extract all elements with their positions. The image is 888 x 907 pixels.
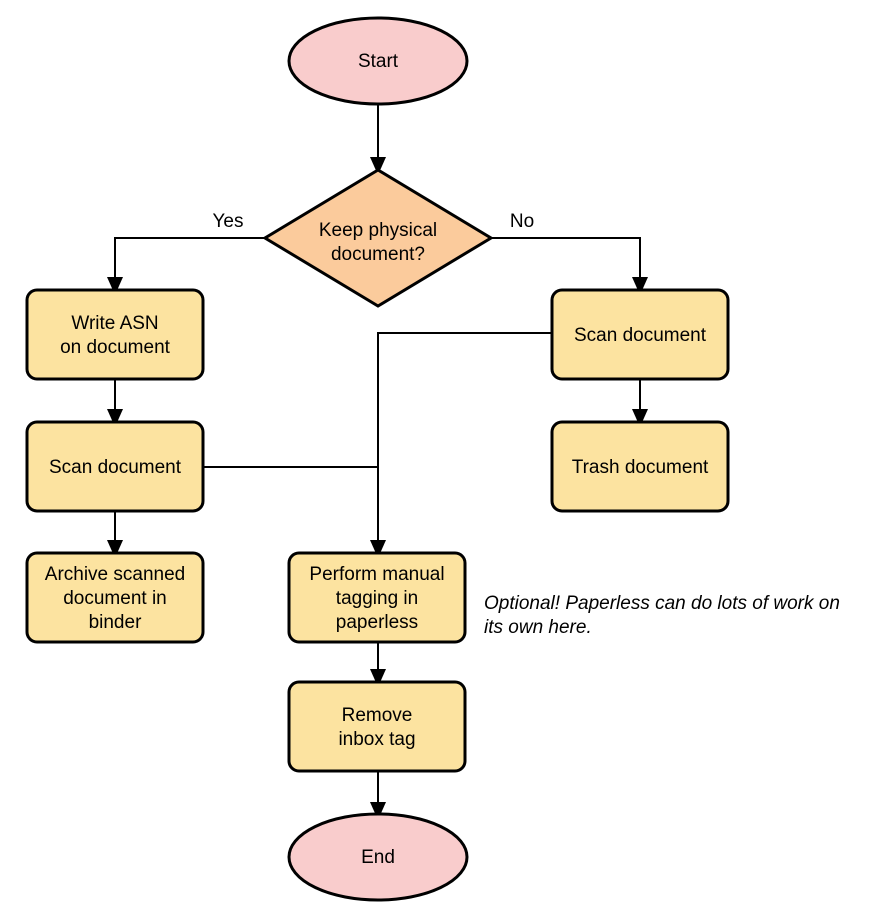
node-write-asn-shape[interactable] — [25, 288, 205, 381]
annotation-optional-note-line2: its own here. — [484, 617, 592, 638]
edge-start-to-decision — [370, 104, 386, 175]
node-keep-physical-document[interactable]: Keep physical document? — [262, 168, 494, 308]
node-archive-scanned[interactable]: Archive scanned document in binder — [25, 551, 205, 644]
node-archive-scanned-shape[interactable] — [25, 551, 205, 644]
node-scan-document-left-label: Scan document — [49, 457, 182, 478]
node-layer: Start Keep physical document? Write ASN … — [25, 16, 730, 902]
arrowhead-icon — [370, 157, 386, 175]
edge-layer — [107, 104, 648, 820]
node-write-asn[interactable]: Write ASN on document — [25, 288, 205, 381]
node-keep-physical-document-label-line1: Keep physical — [319, 220, 437, 241]
edge-tagging-to-remove-inbox — [370, 642, 386, 687]
node-start-shape[interactable] — [287, 16, 469, 106]
node-write-asn-label-line2: on document — [60, 337, 171, 358]
edge-label-yes: Yes — [213, 211, 244, 232]
node-scan-document-left[interactable]: Scan document — [25, 420, 205, 513]
node-scan-document-right-shape[interactable] — [550, 288, 730, 381]
edge-line — [491, 237, 641, 285]
node-remove-inbox-tag-label-line2: inbox tag — [338, 729, 415, 750]
edge-decision-no-to-scan-right — [491, 237, 648, 295]
node-scan-document-right-label: Scan document — [574, 325, 707, 346]
arrowhead-icon — [107, 540, 123, 558]
arrowhead-icon — [632, 409, 648, 427]
node-perform-manual-tagging-label-line3: paperless — [336, 612, 418, 633]
arrowhead-icon — [107, 409, 123, 427]
node-trash-document[interactable]: Trash document — [550, 420, 730, 513]
node-write-asn-label-line1: Write ASN — [71, 313, 158, 334]
arrowhead-icon — [107, 277, 123, 295]
node-perform-manual-tagging-label-line1: Perform manual — [309, 564, 444, 585]
node-start-label: Start — [358, 51, 399, 72]
node-end-shape[interactable] — [287, 812, 469, 902]
node-end-label: End — [361, 847, 395, 868]
node-scan-document-right[interactable]: Scan document — [550, 288, 730, 381]
arrowhead-icon — [632, 277, 648, 295]
annotation-optional-note-line1: Optional! Paperless can do lots of work … — [484, 593, 840, 614]
node-perform-manual-tagging[interactable]: Perform manual tagging in paperless — [287, 551, 467, 644]
edge-remove-inbox-to-end — [370, 771, 386, 820]
node-remove-inbox-tag[interactable]: Remove inbox tag — [287, 680, 467, 773]
edge-line — [377, 332, 552, 548]
node-trash-document-shape[interactable] — [550, 420, 730, 513]
arrowhead-icon — [370, 669, 386, 687]
node-end[interactable]: End — [287, 812, 469, 902]
node-remove-inbox-tag-label-line1: Remove — [342, 705, 413, 726]
edge-scan-right-to-tagging — [370, 332, 552, 558]
node-keep-physical-document-shape[interactable] — [262, 168, 494, 308]
arrowhead-icon — [370, 540, 386, 558]
node-trash-document-label: Trash document — [572, 457, 709, 478]
edge-label-layer: Yes No — [213, 211, 535, 232]
node-keep-physical-document-label-line2: document? — [331, 244, 425, 265]
edge-line — [114, 237, 265, 285]
annotation-optional-note: Optional! Paperless can do lots of work … — [484, 593, 840, 638]
edge-decision-yes-to-write-asn — [107, 237, 265, 295]
node-archive-scanned-label-line2: document in — [63, 588, 167, 609]
edge-scan-left-to-archive — [107, 511, 123, 558]
node-perform-manual-tagging-label-line2: tagging in — [336, 588, 418, 609]
edge-write-asn-to-scan-left — [107, 379, 123, 427]
node-archive-scanned-label-line3: binder — [89, 612, 142, 633]
node-scan-document-left-shape[interactable] — [25, 420, 205, 513]
edge-label-no: No — [510, 211, 534, 232]
node-remove-inbox-tag-shape[interactable] — [287, 680, 467, 773]
edge-scan-right-to-trash — [632, 379, 648, 427]
node-archive-scanned-label-line1: Archive scanned — [45, 564, 185, 585]
node-perform-manual-tagging-shape[interactable] — [287, 551, 467, 644]
node-start[interactable]: Start — [287, 16, 469, 106]
arrowhead-icon — [370, 802, 386, 820]
